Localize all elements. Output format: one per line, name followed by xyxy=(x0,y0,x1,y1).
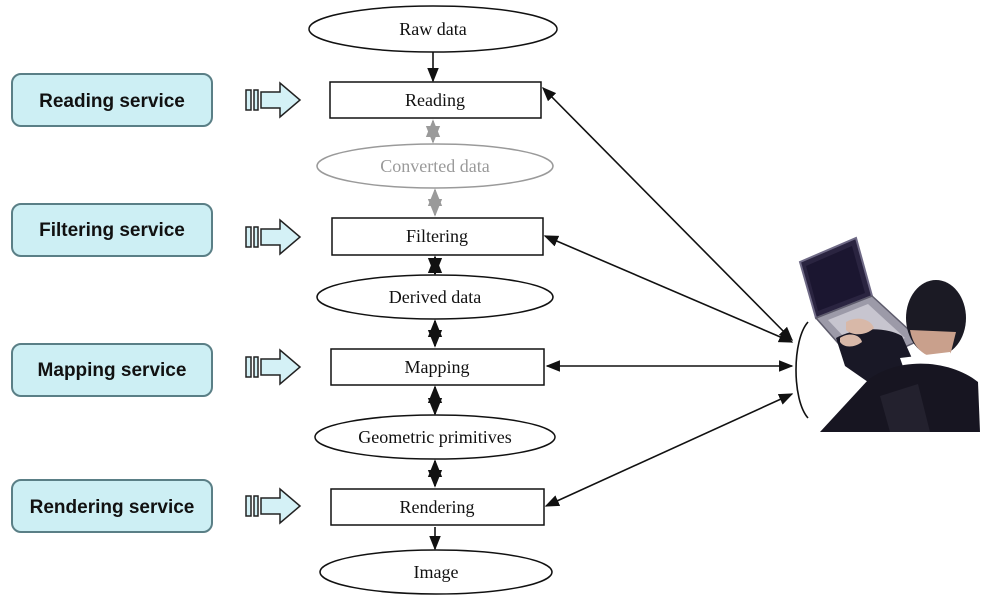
block-arrow-rendering-icon xyxy=(245,487,302,525)
node-converted-data: Converted data xyxy=(316,143,554,189)
node-derived-data-label: Derived data xyxy=(389,287,481,307)
node-rendering: Rendering xyxy=(330,488,545,526)
node-image-label: Image xyxy=(414,562,459,582)
node-geometric-primitives: Geometric primitives xyxy=(314,414,556,460)
node-mapping-label: Mapping xyxy=(405,357,470,377)
service-rendering-label: Rendering service xyxy=(30,497,195,518)
node-rendering-label: Rendering xyxy=(400,497,475,517)
service-reading-label: Reading service xyxy=(39,91,185,112)
node-image: Image xyxy=(319,549,553,595)
user-interaction-arrows xyxy=(541,86,794,507)
flow-arrows xyxy=(425,52,443,551)
node-geometric-primitives-label: Geometric primitives xyxy=(358,427,511,447)
user-at-laptop-icon xyxy=(795,236,980,432)
node-derived-data: Derived data xyxy=(316,274,554,320)
service-filtering-label: Filtering service xyxy=(39,220,185,241)
node-filtering-label: Filtering xyxy=(406,226,468,246)
node-raw-data: Raw data xyxy=(308,5,558,53)
service-filtering: Filtering service xyxy=(11,203,213,257)
node-reading: Reading xyxy=(329,81,542,119)
arrow-user-rendering xyxy=(544,393,794,507)
node-mapping: Mapping xyxy=(330,348,545,386)
node-reading-label: Reading xyxy=(405,90,465,110)
node-raw-data-label: Raw data xyxy=(399,19,466,39)
service-rendering: Rendering service xyxy=(11,479,213,533)
arrow-user-filtering xyxy=(543,235,794,343)
service-mapping: Mapping service xyxy=(11,343,213,397)
node-filtering: Filtering xyxy=(331,217,544,256)
block-arrow-reading-icon xyxy=(245,81,302,119)
service-reading: Reading service xyxy=(11,73,213,127)
node-converted-data-label: Converted data xyxy=(380,156,489,176)
arrow-user-reading xyxy=(541,86,794,342)
block-arrow-filtering-icon xyxy=(245,218,302,256)
block-arrow-mapping-icon xyxy=(245,348,302,386)
service-mapping-label: Mapping service xyxy=(38,360,187,381)
